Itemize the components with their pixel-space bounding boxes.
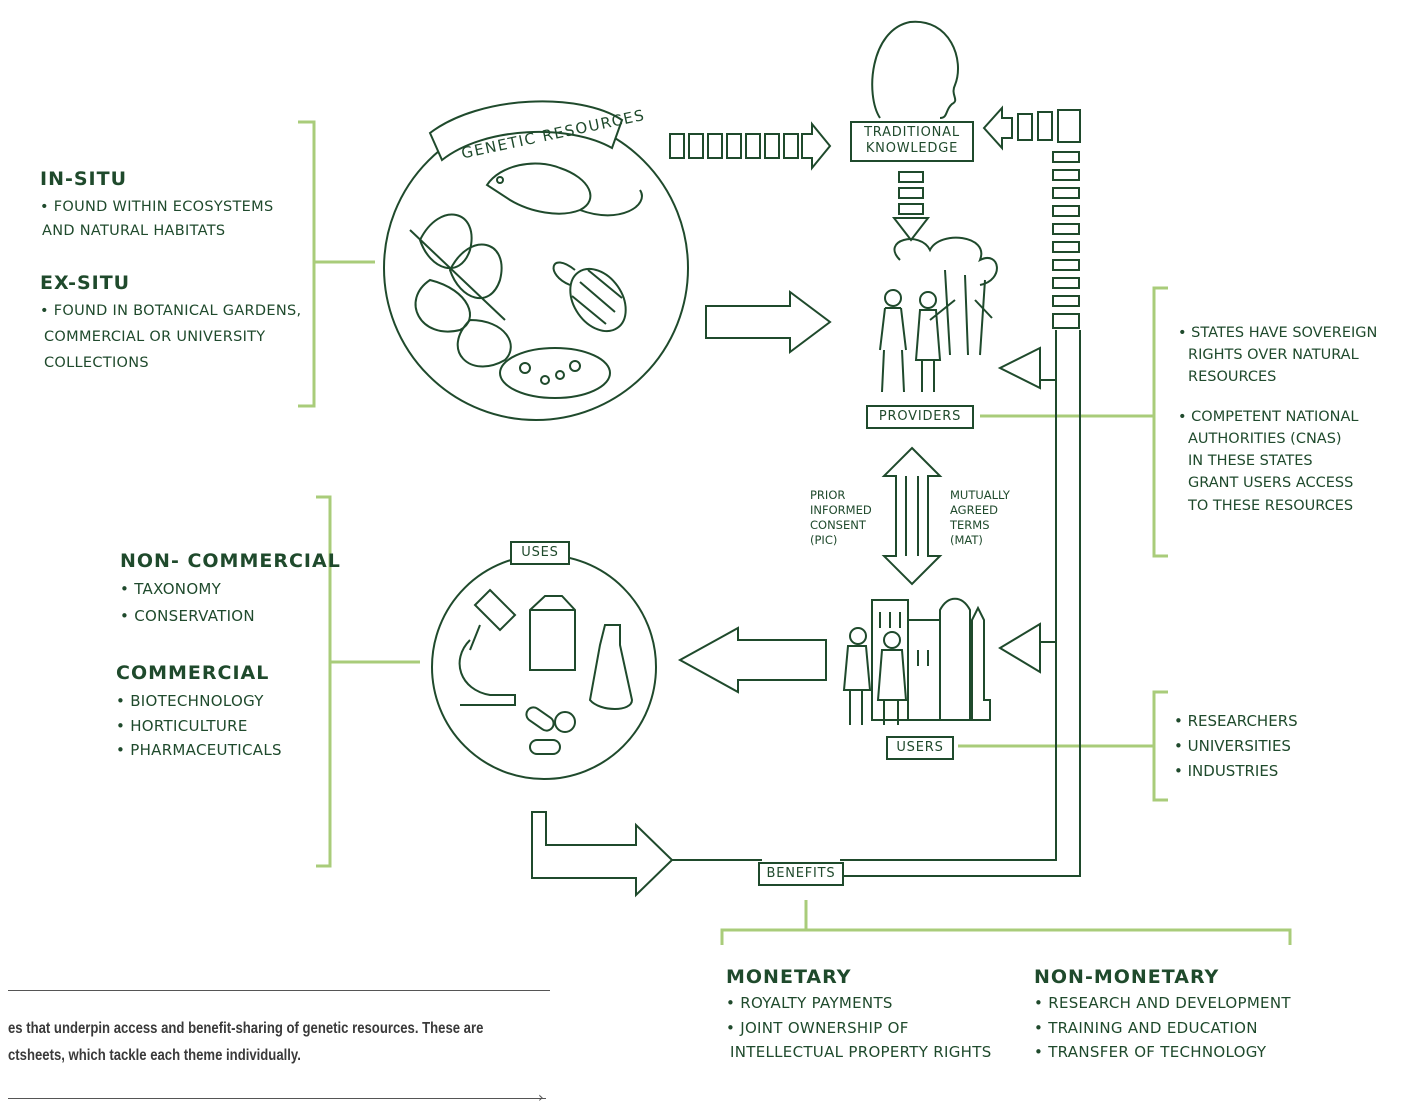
bracket-provider-notes [1152, 286, 1168, 558]
caption-arrow-icon[interactable]: › [538, 1090, 544, 1106]
pills-icon [525, 706, 576, 755]
cnas-note: • Competent national authorities (CNAs) … [1178, 409, 1359, 514]
monetary-block: Monetary • Royalty payments • Joint owne… [726, 966, 992, 1062]
arrow-uses-to-benefits [531, 811, 674, 898]
ex-situ-block: Ex-situ • Found in botanical gardens, co… [40, 272, 302, 371]
states-note: • States have sovereign rights over natu… [1178, 325, 1378, 386]
users-people-icon [842, 627, 908, 725]
commercial-heading: Commercial [116, 662, 270, 684]
traditional-knowledge-box: Traditional knowledge [850, 121, 974, 162]
in-situ-block: In-situ • Found within ecosystems and na… [40, 168, 273, 240]
in-situ-heading: In-situ [40, 168, 127, 190]
return-line-inner-users [1040, 330, 1057, 643]
arrow-to-users-return [998, 622, 1041, 674]
rat-icon [485, 162, 643, 217]
ex-situ-heading: Ex-situ [40, 272, 131, 294]
bracket-conservation-types [298, 120, 316, 408]
pic-label: Prior informed consent (PIC) [810, 488, 872, 547]
leaf-branch-icon [409, 213, 512, 368]
arrow-gr-to-providers [705, 290, 832, 354]
caption-line2: ctsheets, which tackle each theme indivi… [8, 1047, 301, 1064]
arrow-to-providers-return [997, 346, 1041, 390]
microscope-icon [458, 588, 517, 706]
benefits-box: Benefits [758, 862, 844, 887]
in-situ-item-cont: and natural habitats [42, 222, 226, 239]
non-commercial-block: Non- Commercial • Taxonomy • Conservatio… [120, 550, 341, 625]
bracket-use-types [316, 495, 332, 868]
mat-label: Mutually agreed terms (MAT) [950, 488, 1010, 547]
providers-box: Providers [866, 405, 974, 430]
uses-box: Uses [510, 541, 570, 566]
caption-rule-top [8, 990, 550, 991]
double-arrow-pic-mat [881, 446, 943, 586]
bee-icon [552, 261, 627, 333]
users-box: Users [886, 736, 954, 761]
providers-people-icon [879, 289, 942, 393]
non-commercial-heading: Non- Commercial [120, 550, 341, 572]
ex-situ-item: • Found in botanical gardens, [40, 302, 302, 319]
spray-bottle-icon [588, 624, 634, 710]
genetic-resources-banner: Genetic resources [428, 100, 647, 162]
arrow-users-to-uses [677, 626, 827, 694]
traditional-knowledge-line1: Traditional [864, 125, 960, 140]
uses-circle [431, 554, 657, 780]
caption-line1: es that underpin access and benefit-shar… [8, 1020, 484, 1037]
petri-dish-icon [499, 347, 611, 399]
caption-rule-bottom [8, 1098, 546, 1099]
dashed-arrow-from-right [982, 105, 1081, 329]
in-situ-item: • Found within ecosystems [40, 198, 274, 215]
trees-icon [893, 236, 998, 356]
traditional-knowledge-line2: knowledge [865, 141, 959, 157]
commercial-block: Commercial • Biotechnology • Horticultur… [116, 662, 282, 760]
non-monetary-block: Non-monetary • Research and development … [1034, 966, 1291, 1062]
dashed-arrow-tk-to-providers [891, 171, 931, 242]
bracket-benefit-types [720, 928, 1292, 945]
return-line-outer [804, 330, 1081, 877]
head-silhouette-icon [871, 20, 959, 119]
dashed-arrow-to-tk [669, 121, 832, 171]
milk-carton-icon [529, 595, 576, 671]
city-skyline-icon [871, 597, 991, 721]
non-monetary-heading: Non-monetary [1034, 966, 1220, 988]
monetary-heading: Monetary [726, 966, 852, 988]
ink-drawing [383, 20, 1081, 898]
genetic-resources-circle [383, 115, 689, 421]
bracket-user-types [1152, 690, 1168, 802]
green-brackets [298, 120, 1292, 945]
user-types-list: • Researchers • Universities • Industrie… [1174, 712, 1298, 780]
